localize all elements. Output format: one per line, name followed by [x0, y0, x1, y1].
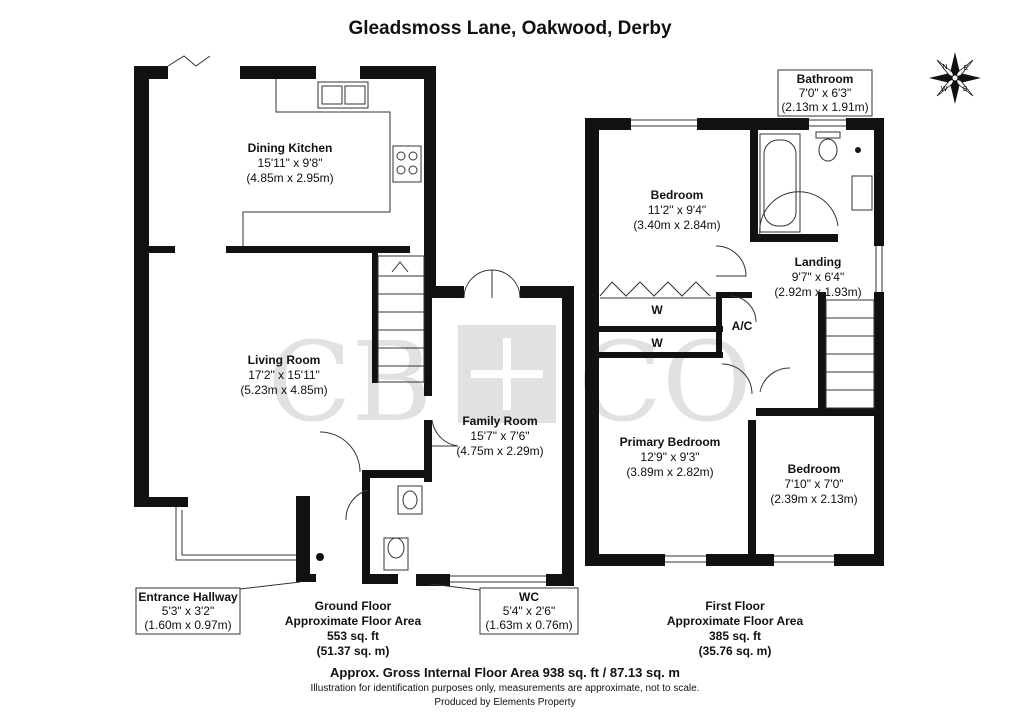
- watermark-plus-h: [471, 370, 543, 378]
- patio-door-icon: [167, 55, 211, 67]
- first-floor-walls: [585, 118, 884, 566]
- page-title: Gleadsmoss Lane, Oakwood, Derby: [348, 18, 672, 39]
- wc-fittings: [316, 485, 423, 571]
- watermark-right: CO: [578, 318, 752, 446]
- compass-e: E: [964, 65, 969, 72]
- bay-window: [175, 507, 296, 561]
- svg-text:Living Room: Living Room: [248, 353, 321, 367]
- svg-text:Dining Kitchen: Dining Kitchen: [248, 141, 333, 155]
- svg-text:(51.37 sq. m): (51.37 sq. m): [317, 644, 390, 658]
- svg-text:(1.60m x 0.97m): (1.60m x 0.97m): [144, 618, 231, 632]
- svg-text:(2.13m x 1.91m): (2.13m x 1.91m): [781, 100, 868, 114]
- svg-text:Bedroom: Bedroom: [651, 188, 704, 202]
- svg-text:(3.40m x 2.84m): (3.40m x 2.84m): [633, 218, 720, 232]
- room-dining-kitchen: Dining Kitchen 15'11" x 9'8" (4.85m x 2.…: [246, 141, 333, 185]
- ground-floor-walls: [134, 66, 574, 586]
- bathroom-fittings: [759, 131, 873, 233]
- svg-text:17'2" x 15'11": 17'2" x 15'11": [248, 368, 320, 382]
- svg-text:First Floor: First Floor: [705, 599, 765, 613]
- svg-text:(3.89m x 2.82m): (3.89m x 2.82m): [626, 465, 713, 479]
- room-bathroom: Bathroom 7'0" x 6'3" (2.13m x 1.91m): [777, 69, 873, 117]
- svg-text:(5.23m x 4.85m): (5.23m x 4.85m): [240, 383, 327, 397]
- svg-text:W: W: [651, 336, 663, 350]
- svg-text:7'0" x 6'3": 7'0" x 6'3": [799, 86, 851, 100]
- svg-text:553 sq. ft: 553 sq. ft: [327, 629, 379, 643]
- svg-text:(35.76 sq. m): (35.76 sq. m): [699, 644, 772, 658]
- ground-floor-area: Ground Floor Approximate Floor Area 553 …: [285, 599, 422, 658]
- svg-text:Approximate Floor Area: Approximate Floor Area: [285, 614, 422, 628]
- room-bedroom-1: Bedroom 11'2" x 9'4" (3.40m x 2.84m): [633, 188, 720, 232]
- staircase-first: [825, 299, 875, 409]
- svg-text:12'9" x 9'3": 12'9" x 9'3": [640, 450, 699, 464]
- room-family-room: Family Room 15'7" x 7'6" (4.75m x 2.29m): [456, 414, 543, 458]
- svg-text:(4.85m x 2.95m): (4.85m x 2.95m): [246, 171, 333, 185]
- kitchen-worktop: [242, 79, 422, 246]
- family-room-window: [450, 575, 546, 583]
- svg-text:7'10" x 7'0": 7'10" x 7'0": [784, 477, 843, 491]
- compass-w: W: [941, 86, 948, 93]
- svg-text:(4.75m x 2.29m): (4.75m x 2.29m): [456, 444, 543, 458]
- first-floor-area: First Floor Approximate Floor Area 385 s…: [667, 599, 804, 658]
- room-entrance-hallway: Entrance Hallway 5'3" x 3'2" (1.60m x 0.…: [135, 581, 301, 635]
- svg-text:5'4" x 2'6": 5'4" x 2'6": [503, 604, 555, 618]
- room-bedroom-2: Bedroom 7'10" x 7'0" (2.39m x 2.13m): [770, 462, 857, 506]
- svg-text:Entrance Hallway: Entrance Hallway: [138, 590, 238, 604]
- first-door-swings: [715, 191, 839, 395]
- wardrobe-doors: [599, 281, 716, 299]
- disclaimer: Illustration for identification purposes…: [311, 683, 700, 694]
- svg-text:Bedroom: Bedroom: [788, 462, 841, 476]
- svg-text:Bathroom: Bathroom: [797, 72, 854, 86]
- producer: Produced by Elements Property: [434, 697, 575, 708]
- cupboard-labels: W W A/C: [651, 303, 752, 350]
- svg-text:A/C: A/C: [732, 319, 753, 333]
- svg-text:Approximate Floor Area: Approximate Floor Area: [667, 614, 804, 628]
- svg-text:(1.63m x 0.76m): (1.63m x 0.76m): [485, 618, 572, 632]
- svg-text:15'11" x 9'8": 15'11" x 9'8": [258, 156, 323, 170]
- compass-icon: N S E W: [929, 52, 981, 104]
- svg-text:Landing: Landing: [795, 255, 842, 269]
- room-wc: WC 5'4" x 2'6" (1.63m x 0.76m): [429, 583, 579, 635]
- room-primary-bedroom: Primary Bedroom 12'9" x 9'3" (3.89m x 2.…: [620, 435, 721, 479]
- gross-area: Approx. Gross Internal Floor Area 938 sq…: [330, 665, 680, 680]
- room-landing: Landing 9'7" x 6'4" (2.92m x 1.93m): [774, 255, 861, 299]
- svg-text:W: W: [651, 303, 663, 317]
- svg-text:Ground Floor: Ground Floor: [315, 599, 392, 613]
- svg-text:WC: WC: [519, 590, 539, 604]
- svg-text:(2.92m x 1.93m): (2.92m x 1.93m): [774, 285, 861, 299]
- room-living-room: Living Room 17'2" x 15'11" (5.23m x 4.85…: [240, 353, 327, 397]
- staircase-ground: [377, 255, 425, 383]
- svg-text:15'7" x 7'6": 15'7" x 7'6": [470, 429, 529, 443]
- svg-text:Primary Bedroom: Primary Bedroom: [620, 435, 721, 449]
- compass-s: S: [963, 86, 968, 93]
- compass-n: N: [942, 64, 947, 71]
- ground-door-swings: [319, 419, 459, 521]
- svg-text:11'2" x 9'4": 11'2" x 9'4": [648, 203, 706, 217]
- svg-text:5'3" x 3'2": 5'3" x 3'2": [162, 604, 214, 618]
- svg-text:9'7" x 6'4": 9'7" x 6'4": [792, 270, 844, 284]
- svg-text:(2.39m x 2.13m): (2.39m x 2.13m): [770, 492, 857, 506]
- svg-text:Family Room: Family Room: [462, 414, 537, 428]
- french-doors-icon: [463, 269, 521, 299]
- svg-text:385 sq. ft: 385 sq. ft: [709, 629, 761, 643]
- first-floor-windows: [631, 119, 883, 563]
